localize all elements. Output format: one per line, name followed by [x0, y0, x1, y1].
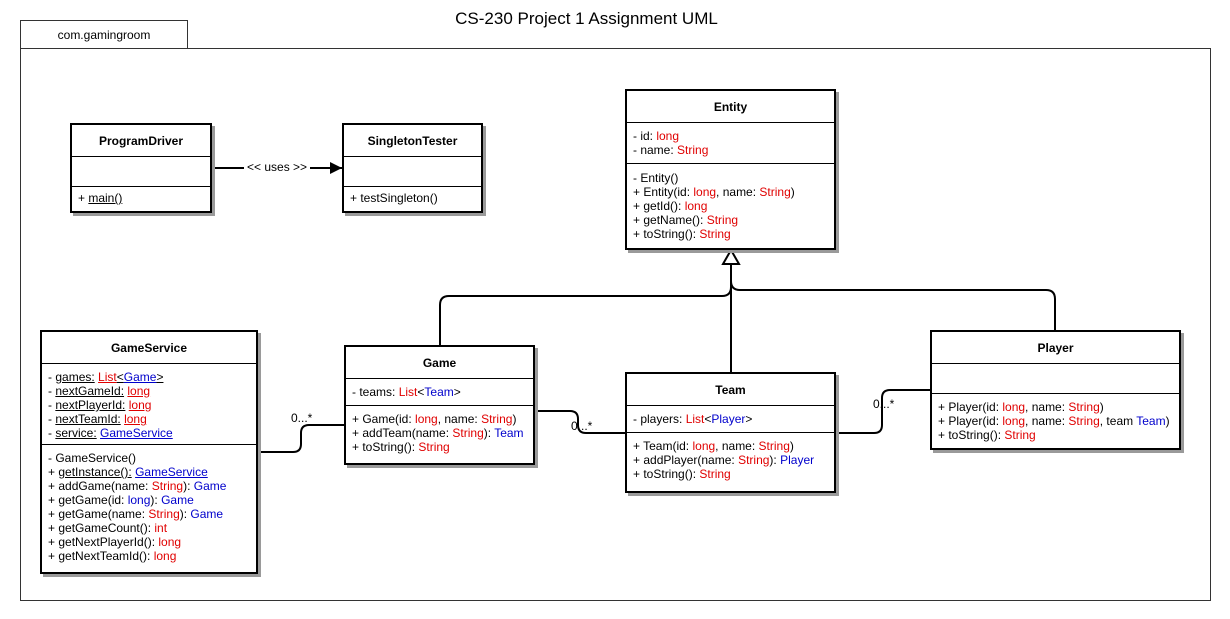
operations-section: + Game(id: long, name: String) + addTeam… — [346, 406, 533, 458]
class-singleton-tester[interactable]: SingletonTester + testSingleton() — [342, 123, 483, 213]
class-name: Game — [346, 347, 533, 379]
attribute-games: - games: List<Game> — [48, 370, 164, 384]
operation-add-team: + addTeam(name: String): Team — [352, 426, 524, 440]
operation-add-player: + addPlayer(name: String): Player — [633, 453, 815, 467]
operation-get-game-by-name: + getGame(name: String): Game — [48, 507, 224, 521]
attribute-name: - name: String — [633, 143, 709, 157]
operation-get-id: + getId(): long — [633, 199, 708, 213]
generalization-game-line — [439, 264, 732, 345]
operation-get-next-player-id: + getNextPlayerId(): long — [48, 535, 182, 549]
package-tab: com.gamingroom — [20, 20, 188, 48]
attribute-next-game-id: - nextGameId: long — [48, 384, 151, 398]
attributes-section: - games: List<Game> - nextGameId: long -… — [42, 364, 256, 445]
operation-get-next-team-id: + getNextTeamId(): long — [48, 549, 177, 563]
diagram-title: CS-230 Project 1 Assignment UML — [455, 9, 718, 28]
uses-arrowhead-icon — [330, 162, 342, 174]
operation-entity-ctor: + Entity(id: long, name: String) — [633, 185, 795, 199]
operation-game-service-ctor: - GameService() — [48, 451, 137, 465]
class-name: Player — [932, 332, 1179, 364]
multiplicity-game-team: 0...* — [571, 419, 593, 433]
operation-test-singleton: + testSingleton() — [350, 191, 438, 205]
class-player[interactable]: Player + Player(id: long, name: String) … — [930, 330, 1181, 450]
package-frame — [20, 48, 1211, 601]
operation-get-game-count: + getGameCount(): int — [48, 521, 168, 535]
multiplicity-service-game: 0...* — [291, 411, 313, 425]
attributes-section: - players: List<Player> — [627, 406, 834, 433]
operation-to-string: + toString(): String — [633, 227, 731, 241]
attribute-id: - id: long — [633, 129, 680, 143]
operation-get-name: + getName(): String — [633, 213, 739, 227]
attributes-section: - id: long - name: String — [627, 123, 834, 164]
class-program-driver[interactable]: ProgramDriver + main() — [70, 123, 212, 213]
operation-to-string: + toString(): String — [938, 428, 1036, 442]
operation-player-ctor: + Player(id: long, name: String) — [938, 400, 1104, 414]
operation-get-instance: + getInstance(): GameService — [48, 465, 208, 479]
class-name: Entity — [627, 91, 834, 123]
class-name: ProgramDriver — [72, 125, 210, 157]
class-name: SingletonTester — [344, 125, 481, 157]
attributes-section — [344, 157, 481, 187]
operations-section: + Team(id: long, name: String) + addPlay… — [627, 433, 834, 485]
operations-section: + main() — [72, 187, 210, 209]
operations-section: + Player(id: long, name: String) + Playe… — [932, 394, 1179, 446]
attribute-players: - players: List<Player> — [633, 412, 753, 426]
class-team[interactable]: Team - players: List<Player> + Team(id: … — [625, 372, 836, 493]
attribute-next-player-id: - nextPlayerId: long — [48, 398, 152, 412]
class-game-service[interactable]: GameService - games: List<Game> - nextGa… — [40, 330, 258, 574]
operation-to-string: + toString(): String — [352, 440, 450, 454]
operation-entity-default: - Entity() — [633, 171, 679, 185]
attributes-section — [72, 157, 210, 187]
operation-get-game-by-id: + getGame(id: long): Game — [48, 493, 194, 507]
association-team-player-line — [836, 389, 930, 434]
attribute-service: - service: GameService — [48, 426, 173, 440]
class-game[interactable]: Game - teams: List<Team> + Game(id: long… — [344, 345, 535, 465]
operation-add-game: + addGame(name: String): Game — [48, 479, 227, 493]
association-service-game-line — [258, 424, 344, 453]
generalization-arrowhead-icon — [721, 247, 741, 265]
multiplicity-team-player: 0...* — [873, 397, 895, 411]
class-entity[interactable]: Entity - id: long - name: String - Entit… — [625, 89, 836, 250]
attributes-section — [932, 364, 1179, 394]
operation-main: + main() — [78, 191, 123, 205]
attributes-section: - teams: List<Team> — [346, 379, 533, 406]
operations-section: - Entity() + Entity(id: long, name: Stri… — [627, 164, 834, 245]
association-game-team-line — [535, 410, 625, 434]
attribute-next-team-id: - nextTeamId: long — [48, 412, 147, 426]
operation-player-ctor-team: + Player(id: long, name: String, team Te… — [938, 414, 1170, 428]
operation-to-string: + toString(): String — [633, 467, 731, 481]
uses-label: << uses >> — [244, 160, 311, 174]
generalization-player-line — [730, 280, 1056, 330]
operations-section: - GameService() + getInstance(): GameSer… — [42, 445, 256, 567]
class-name: Team — [627, 374, 834, 406]
operation-game-ctor: + Game(id: long, name: String) — [352, 412, 517, 426]
attribute-teams: - teams: List<Team> — [352, 385, 461, 399]
operation-team-ctor: + Team(id: long, name: String) — [633, 439, 794, 453]
class-name: GameService — [42, 332, 256, 364]
operations-section: + testSingleton() — [344, 187, 481, 209]
